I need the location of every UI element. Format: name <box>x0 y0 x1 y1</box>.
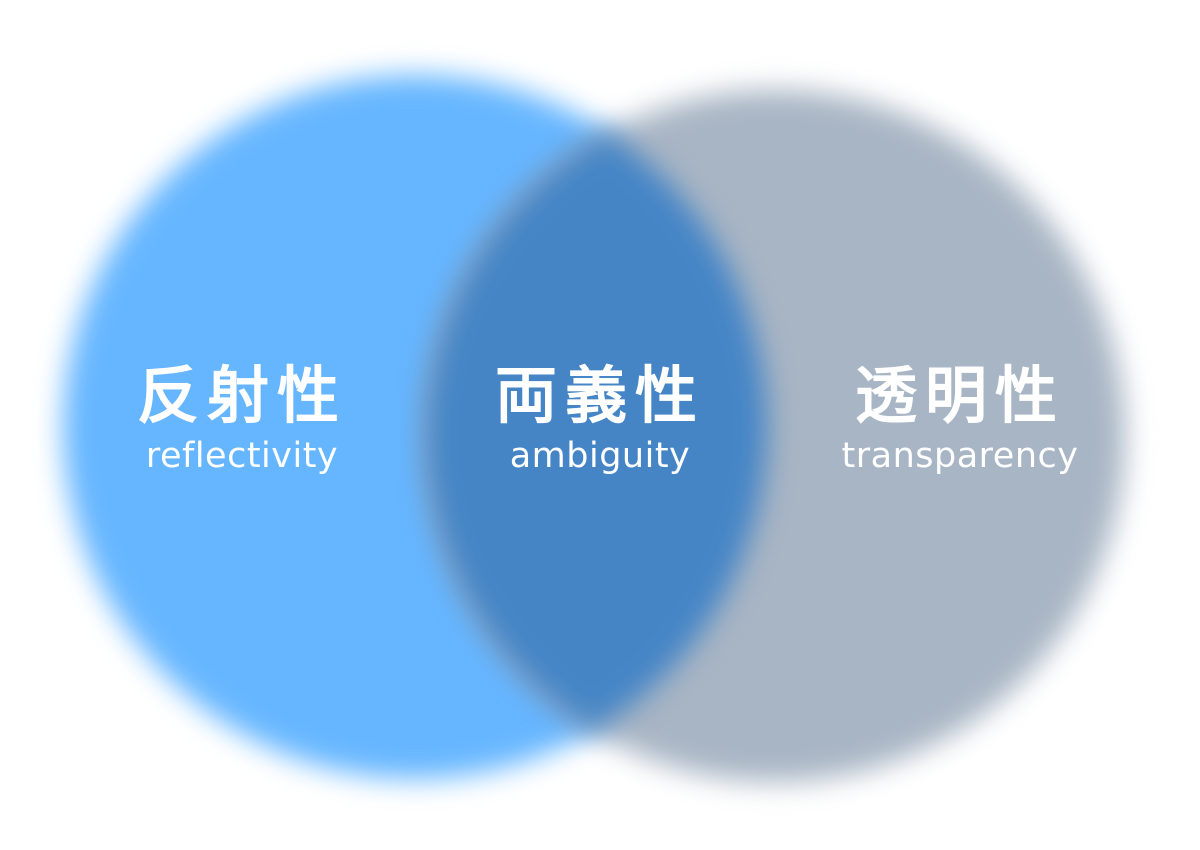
ambiguity-label-jp: 両義性 <box>494 359 706 432</box>
reflectivity-label: 反射性 reflectivity <box>137 360 347 478</box>
ambiguity-overlap <box>63 75 767 779</box>
transparency-label-jp: 透明性 <box>854 359 1065 432</box>
reflectivity-label-en: reflectivity <box>145 436 339 476</box>
ambiguity-label: 両義性 ambiguity <box>495 360 705 478</box>
transparency-label: 透明性 transparency <box>842 360 1079 478</box>
ambiguity-label-en: ambiguity <box>509 436 691 476</box>
transparency-label-en: transparency <box>841 436 1079 476</box>
reflectivity-label-jp: 反射性 <box>136 359 348 432</box>
